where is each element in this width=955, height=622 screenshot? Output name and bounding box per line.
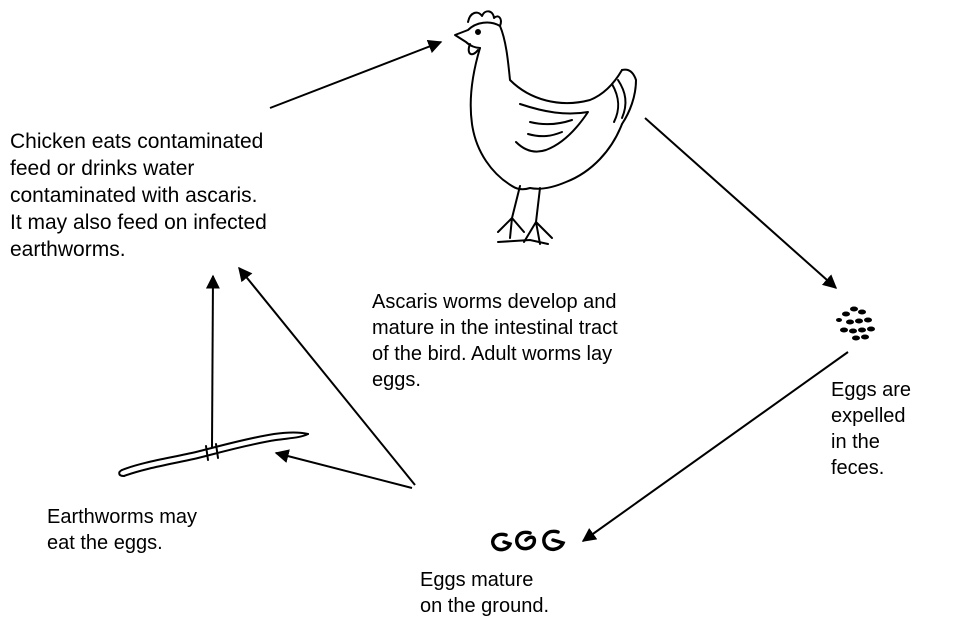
stage-label-chicken-eats: Chicken eats contaminated feed or drinks… bbox=[10, 128, 410, 263]
chicken-illustration bbox=[455, 11, 636, 244]
ground-eggs-icon bbox=[493, 531, 563, 549]
arrow-to-feces bbox=[645, 118, 836, 288]
stage-label-worms-develop: Ascaris worms develop and mature in the … bbox=[372, 289, 752, 393]
stage-label-earthworms: Earthworms may eat the eggs. bbox=[47, 504, 307, 556]
stage-label-eggs-expelled: Eggs are expelled in the feces. bbox=[831, 377, 951, 481]
arrow-to-earthworm bbox=[276, 453, 412, 488]
egg-cluster-icon bbox=[836, 307, 875, 341]
arrow-earthworm-to-chicken-text bbox=[212, 276, 213, 447]
arrow-to-chicken bbox=[270, 42, 441, 108]
stage-label-eggs-mature: Eggs mature on the ground. bbox=[420, 567, 640, 619]
